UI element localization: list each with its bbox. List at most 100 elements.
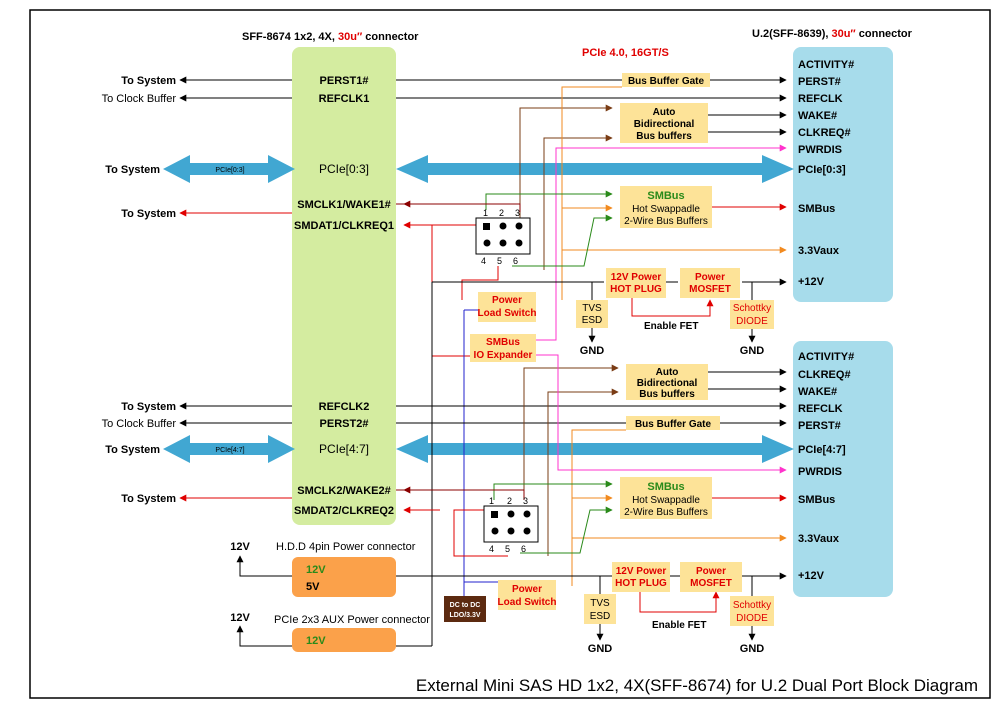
svg-text:12V Power: 12V Power [616, 566, 667, 577]
block-mosfet-bottom: Power MOSFET [680, 562, 742, 592]
svg-text:MOSFET: MOSFET [689, 284, 731, 295]
gnd-top-2: GND [740, 345, 765, 357]
block-tvs-bottom: TVS ESD [584, 594, 616, 624]
block-load-switch-bottom: Power Load Switch [498, 580, 557, 610]
svg-text:4: 4 [489, 544, 494, 554]
jumper-header-top: 1 2 3 4 5 6 [475, 208, 531, 266]
block-io-expander: SMBus IO Expander [470, 334, 536, 362]
svg-text:PWRDIS: PWRDIS [798, 144, 842, 156]
left-system-signals: To System To Clock Buffer To System To S… [102, 75, 292, 505]
svg-text:Schottky: Schottky [733, 600, 771, 611]
pin-refclk2: REFCLK2 [319, 401, 370, 413]
svg-text:MOSFET: MOSFET [690, 578, 732, 589]
block-hot-plug-bottom: 12V Power HOT PLUG [612, 562, 670, 592]
svg-text:SMBus: SMBus [486, 337, 520, 348]
svg-text:12V: 12V [306, 564, 326, 576]
pin-perst1: PERST1# [320, 75, 369, 87]
svg-text:To System: To System [121, 493, 176, 505]
block-dcdc: DC to DC LDO/3.3V [444, 596, 486, 622]
hdd-power-label: H.D.D 4pin Power connector [276, 541, 416, 553]
svg-text:+12V: +12V [798, 570, 825, 582]
svg-text:12V: 12V [306, 635, 326, 647]
svg-text:ACTIVITY#: ACTIVITY# [798, 351, 854, 363]
block-smbus-bottom: SMBus Hot Swappadle 2-Wire Bus Buffers [620, 477, 712, 519]
svg-text:Power: Power [695, 272, 725, 283]
svg-text:6: 6 [521, 544, 526, 554]
svg-text:PERST#: PERST# [798, 76, 841, 88]
svg-text:+12V: +12V [798, 276, 825, 288]
svg-text:Auto: Auto [656, 367, 679, 378]
bottom-wires [236, 354, 787, 647]
v12-label-1: 12V [230, 541, 250, 553]
svg-text:Schottky: Schottky [733, 303, 771, 314]
svg-text:TVS: TVS [590, 598, 610, 609]
sff8674-connector [292, 47, 396, 525]
svg-text:Bus buffers: Bus buffers [636, 131, 692, 142]
svg-text:PWRDIS: PWRDIS [798, 466, 842, 478]
svg-text:To System: To System [105, 164, 160, 176]
svg-text:To System: To System [121, 401, 176, 413]
svg-text:PCIe[0:3]: PCIe[0:3] [798, 164, 846, 176]
svg-text:3.3Vaux: 3.3Vaux [798, 245, 840, 257]
svg-text:3.3Vaux: 3.3Vaux [798, 533, 840, 545]
svg-text:REFCLK: REFCLK [798, 403, 843, 415]
pcie-lane-arrows [163, 155, 794, 463]
pin-smdat1-clkreq1: SMDAT1/CLKREQ1 [294, 220, 394, 232]
u2-connector-top [793, 47, 893, 302]
svg-text:Bus buffers: Bus buffers [639, 389, 695, 400]
pin-perst2: PERST2# [320, 418, 369, 430]
svg-text:SMBus: SMBus [647, 481, 684, 493]
v12-label-2: 12V [230, 612, 250, 624]
svg-text:CLKREQ#: CLKREQ# [798, 369, 851, 381]
svg-text:SMBus: SMBus [647, 190, 684, 202]
aux-power-label: PCIe 2x3 AUX Power connector [274, 614, 430, 626]
lane-arrow-left-top [163, 155, 295, 183]
jumper-header-bottom: 1 2 3 4 5 6 [483, 496, 539, 554]
svg-text:WAKE#: WAKE# [798, 386, 837, 398]
svg-text:Hot Swappadle: Hot Swappadle [632, 204, 700, 215]
svg-text:3: 3 [515, 208, 520, 218]
gnd-bottom-1: GND [588, 643, 613, 655]
diagram-title: External Mini SAS HD 1x2, 4X(SFF-8674) f… [416, 676, 978, 695]
block-auto-bidir-top: Auto Bidirectional Bus buffers [620, 103, 708, 143]
pin-smdat2-clkreq2: SMDAT2/CLKREQ2 [294, 505, 394, 517]
svg-text:ESD: ESD [590, 611, 611, 622]
u2-bottom-pins: ACTIVITY# CLKREQ# WAKE# REFCLK PERST# PC… [798, 351, 854, 582]
block-bus-buffer-gate-bottom: Bus Buffer Gate [626, 416, 720, 430]
svg-text:WAKE#: WAKE# [798, 110, 837, 122]
lane-arrow-main-top [396, 155, 794, 183]
svg-text:4: 4 [481, 256, 486, 266]
svg-text:TVS: TVS [582, 303, 602, 314]
gnd-bottom-2: GND [740, 643, 765, 655]
svg-text:2-Wire Bus Buffers: 2-Wire Bus Buffers [624, 216, 708, 227]
svg-text:Bidirectional: Bidirectional [637, 378, 698, 389]
svg-text:Load Switch: Load Switch [498, 597, 557, 608]
svg-text:Auto: Auto [653, 107, 676, 118]
lane-label-top: PCIe[0:3] [215, 167, 244, 174]
left-connector-title: SFF-8674 1x2, 4X, 30u″ connector [242, 31, 419, 43]
svg-text:Bus Buffer Gate: Bus Buffer Gate [635, 419, 712, 430]
pin-pcie-0-3: PCIe[0:3] [319, 162, 369, 176]
block-smbus-top: SMBus Hot Swappadle 2-Wire Bus Buffers [620, 186, 712, 228]
block-bus-buffer-gate-top: Bus Buffer Gate [622, 73, 710, 87]
svg-text:DIODE: DIODE [736, 316, 768, 327]
svg-text:5V: 5V [306, 581, 320, 593]
enable-fet-bottom: Enable FET [652, 620, 706, 631]
svg-text:1: 1 [483, 208, 488, 218]
svg-text:5: 5 [497, 256, 502, 266]
pin-smclk2-wake2: SMCLK2/WAKE2# [297, 485, 391, 497]
svg-text:LDO/3.3V: LDO/3.3V [449, 612, 480, 619]
svg-text:Hot Swappadle: Hot Swappadle [632, 495, 700, 506]
hdd-power-connector: 12V 5V [292, 557, 396, 597]
block-load-switch-top: Power Load Switch [478, 292, 536, 322]
svg-text:CLKREQ#: CLKREQ# [798, 127, 851, 139]
svg-text:Power: Power [696, 566, 726, 577]
svg-text:Power: Power [512, 584, 542, 595]
enable-fet-top: Enable FET [644, 321, 698, 332]
gnd-top-1: GND [580, 345, 605, 357]
svg-text:3: 3 [523, 496, 528, 506]
pcie-speed-label: PCIe 4.0, 16GT/S [582, 47, 669, 59]
pin-pcie-4-7: PCIe[4:7] [319, 442, 369, 456]
svg-text:IO Expander: IO Expander [474, 350, 533, 361]
